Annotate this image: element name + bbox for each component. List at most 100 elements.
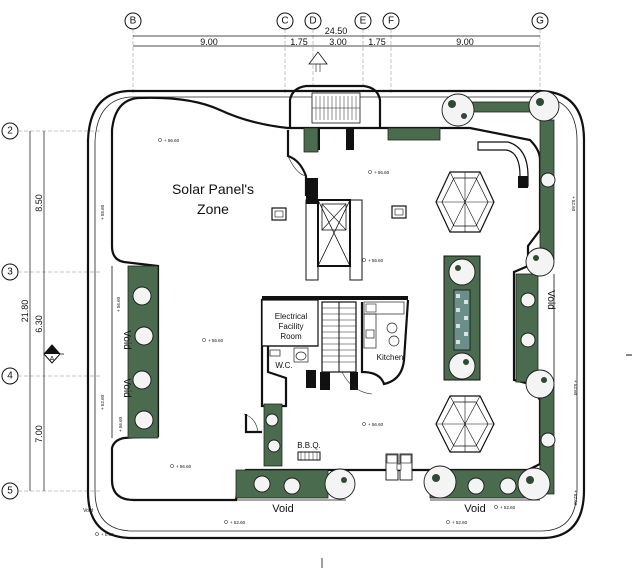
level-mark: + 58.60 — [100, 204, 105, 220]
tree-canopy — [253, 475, 517, 495]
grid-bubble-f: F — [382, 12, 400, 30]
level-mark: + 56.60 — [158, 138, 180, 143]
dim-total-height: 21.80 — [20, 300, 30, 323]
grid-bubble-c: C — [276, 12, 294, 30]
grid-bubble-b: B — [124, 12, 142, 30]
level-mark: + 52.60 — [100, 394, 105, 410]
void-label-bottom-left: Void — [272, 503, 293, 515]
water-pattern — [456, 294, 468, 344]
level-mark: + 56.60 — [202, 338, 224, 343]
gazebo-upper — [435, 171, 495, 233]
tree-canopy — [525, 369, 555, 399]
bbq-label: B.B.Q. — [297, 441, 321, 450]
level-text: + 52.60 — [230, 520, 246, 525]
grid-label-c: C — [281, 16, 288, 27]
tree-canopy — [441, 93, 475, 127]
void-label-bottom-right: Void — [464, 503, 485, 515]
service-block — [260, 296, 410, 408]
level-mark: + 56.60 — [116, 296, 121, 312]
dim-span-f-g: 9.00 — [456, 37, 474, 47]
core-walls — [286, 130, 363, 281]
level-mark: + 0.60 — [95, 532, 114, 537]
level-mark: + 56.60 — [362, 422, 384, 427]
grid-label-4: 4 — [7, 371, 13, 382]
level-text: + 56.60 — [368, 422, 384, 427]
level-mark: + 56.60 — [170, 464, 192, 469]
level-text-rotated: + 58.60 — [100, 204, 105, 220]
dim-span-e-f: 1.75 — [368, 37, 386, 47]
level-mark: + 56.60 — [362, 258, 384, 263]
electrical-room-label-line3: Room — [280, 332, 302, 341]
doors — [243, 155, 307, 434]
level-text-rotated: + 52.60 — [573, 380, 578, 396]
bbq-grill — [297, 451, 321, 461]
tree-canopy — [448, 352, 476, 380]
planter-top — [387, 127, 441, 141]
stair-tower — [288, 51, 382, 150]
section-marker-a: A — [43, 344, 64, 364]
level-mark: + 52.60 — [446, 520, 468, 525]
level-text-rotated: + 52.60 — [571, 196, 576, 212]
grid-label-f: F — [388, 16, 394, 27]
grid-bubble-4: 4 — [1, 367, 19, 385]
dim-span-3-4: 6.30 — [34, 315, 44, 333]
grid-bubble-2: 2 — [1, 122, 19, 140]
electrical-room-label-line2: Facility — [279, 322, 304, 331]
grid-bubble-e: E — [354, 12, 372, 30]
lounge-chairs — [385, 453, 413, 481]
dim-span-d-e: 3.00 — [329, 37, 347, 47]
grid-label-e: E — [360, 16, 367, 27]
dim-span-c-d: 1.75 — [290, 37, 308, 47]
level-text-rotated: + 56.60 — [118, 416, 123, 432]
grid-bubble-3: 3 — [1, 263, 19, 281]
level-text: + 0.60 — [101, 532, 114, 537]
grid-label-5: 5 — [7, 486, 13, 497]
level-text: + 56.60 — [374, 170, 390, 175]
level-mark: + 52.60 — [573, 490, 578, 506]
grid-label-3: 3 — [7, 267, 13, 278]
tree-canopy — [517, 467, 551, 501]
planter-bottom-left — [235, 469, 329, 499]
grid-label-d: D — [309, 16, 316, 27]
level-marks: + 56.60 + 56.60 + 56.60 + 56.60 + 56.60 … — [95, 138, 578, 537]
kitchen-label: Kitchen — [377, 353, 404, 362]
planter-mid — [263, 403, 283, 467]
grid-row-lines — [18, 130, 100, 492]
level-text-rotated: + 56.60 — [116, 296, 121, 312]
grid-bubble-d: D — [304, 12, 322, 30]
grid-label-b: B — [130, 16, 137, 27]
level-text-rotated: + 52.60 — [100, 394, 105, 410]
void-label-corner: Void — [83, 508, 93, 514]
grid-bubble-g: G — [531, 12, 549, 30]
horizontal-dimensions: 24.50 9.00 1.75 3.00 1.75 9.00 — [133, 26, 540, 47]
section-label: A — [50, 356, 55, 363]
level-mark: + 52.60 — [494, 505, 516, 510]
level-mark: + 52.60 — [573, 380, 578, 396]
wc-label: W.C. — [275, 361, 292, 370]
level-text: + 56.60 — [176, 464, 192, 469]
tree-canopy — [423, 465, 457, 499]
grid-bubble-5: 5 — [1, 482, 19, 500]
tree-canopy — [520, 172, 556, 448]
gazebo-lower — [435, 395, 495, 453]
skylights — [271, 205, 407, 221]
vertical-dimensions: 21.80 8.50 6.30 7.00 — [20, 131, 45, 491]
planter-right-upper — [539, 119, 555, 261]
outer-parapet — [86, 89, 586, 540]
level-mark: + 56.60 — [118, 416, 123, 432]
grid-label-g: G — [536, 16, 544, 27]
void-lines — [111, 266, 555, 501]
void-label-left-lower: Void — [121, 378, 132, 397]
grid-label-2: 2 — [7, 126, 13, 137]
tree-canopy — [132, 286, 154, 430]
level-mark: + 56.60 — [368, 170, 390, 175]
shrubs — [132, 90, 560, 501]
bench-end — [518, 176, 528, 188]
dim-total-width: 24.50 — [325, 26, 348, 36]
planter-stair-edge — [303, 127, 319, 153]
electrical-room-label-line1: Electrical — [275, 312, 308, 321]
level-text: + 56.60 — [164, 138, 180, 143]
solar-zone-label-line1: Solar Panel's — [172, 181, 254, 197]
level-text: + 56.60 — [208, 338, 224, 343]
